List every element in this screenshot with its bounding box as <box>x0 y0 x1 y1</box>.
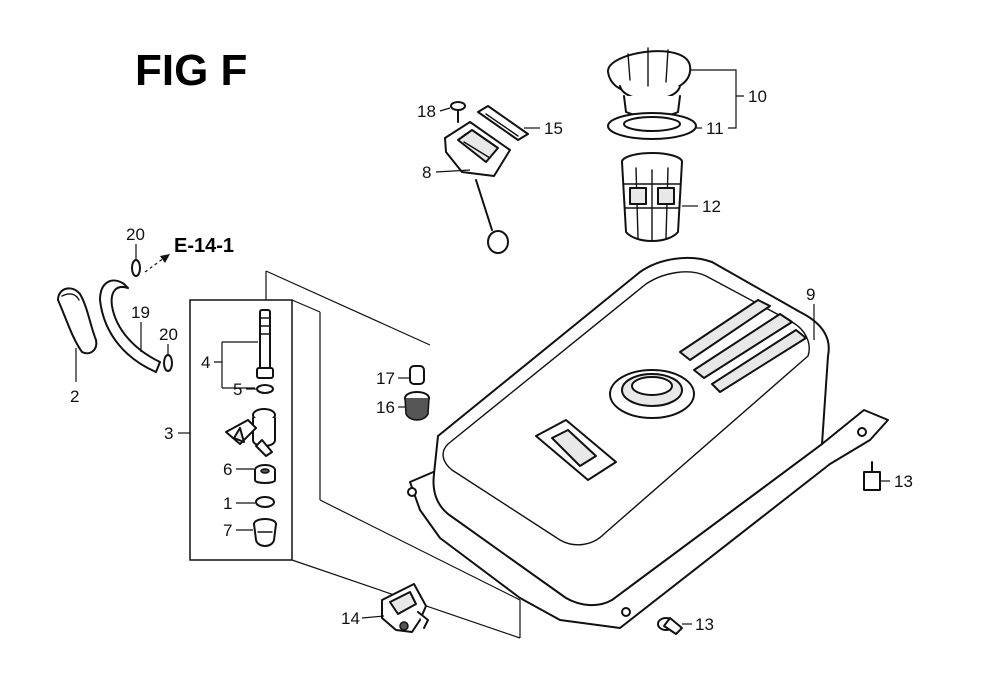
fuel-valve-body <box>225 408 276 457</box>
part-5-washer <box>256 384 274 394</box>
callout-17: 17 <box>376 369 395 388</box>
callout-14: 14 <box>341 609 360 628</box>
part-12-fuel-strainer <box>621 152 683 242</box>
part-4-bolt <box>256 309 274 379</box>
callout-3: 3 <box>164 424 173 443</box>
callout-13-bottom: 13 <box>695 615 714 634</box>
callout-20-lower: 20 <box>159 325 178 344</box>
fuel-valve-assembly-box <box>189 270 521 639</box>
part-19-fuel-tube <box>99 279 161 373</box>
callout-4: 4 <box>201 353 210 372</box>
callout-10: 10 <box>748 87 767 106</box>
callout-11: 11 <box>706 119 724 138</box>
figure-title: FIG F <box>135 46 247 95</box>
part-7-strainer-cup <box>253 518 277 547</box>
part-9-fuel-tank <box>407 256 889 629</box>
callout-20-upper: 20 <box>126 225 145 244</box>
part-10-fuel-cap <box>606 47 692 118</box>
part-15-gauge-cover <box>477 105 529 141</box>
part-11-gasket <box>607 112 697 140</box>
part-13-fastener-right <box>863 461 881 491</box>
callout-7: 7 <box>223 521 232 540</box>
callout-5: 5 <box>233 380 242 399</box>
part-20-clip-upper <box>131 259 141 277</box>
part-1-o-ring <box>255 496 275 508</box>
part-13-fastener-bottom <box>657 617 683 635</box>
callout-15: 15 <box>544 119 563 138</box>
part-8-fuel-gauge <box>444 121 511 254</box>
leader-lines <box>75 69 890 625</box>
part-17-cap-plug <box>409 365 425 385</box>
callout-18: 18 <box>417 102 436 121</box>
callout-16: 16 <box>376 398 395 417</box>
callout-1: 1 <box>223 494 232 513</box>
callout-6: 6 <box>223 460 232 479</box>
part-18-screw <box>450 101 466 123</box>
part-20-clip-lower <box>163 354 173 372</box>
part-16-grommet <box>404 391 430 421</box>
callout-19: 19 <box>131 303 150 322</box>
part-2-hose <box>57 287 98 355</box>
part-6-nut <box>254 464 276 484</box>
reference-label: E-14-1 <box>174 235 234 257</box>
part-14-bracket <box>381 583 429 633</box>
reference-arrow <box>144 254 170 273</box>
callout-8: 8 <box>422 163 431 182</box>
callout-9: 9 <box>806 285 815 304</box>
callout-13-right: 13 <box>894 472 913 491</box>
callout-2: 2 <box>70 387 79 406</box>
callout-12: 12 <box>702 197 721 216</box>
